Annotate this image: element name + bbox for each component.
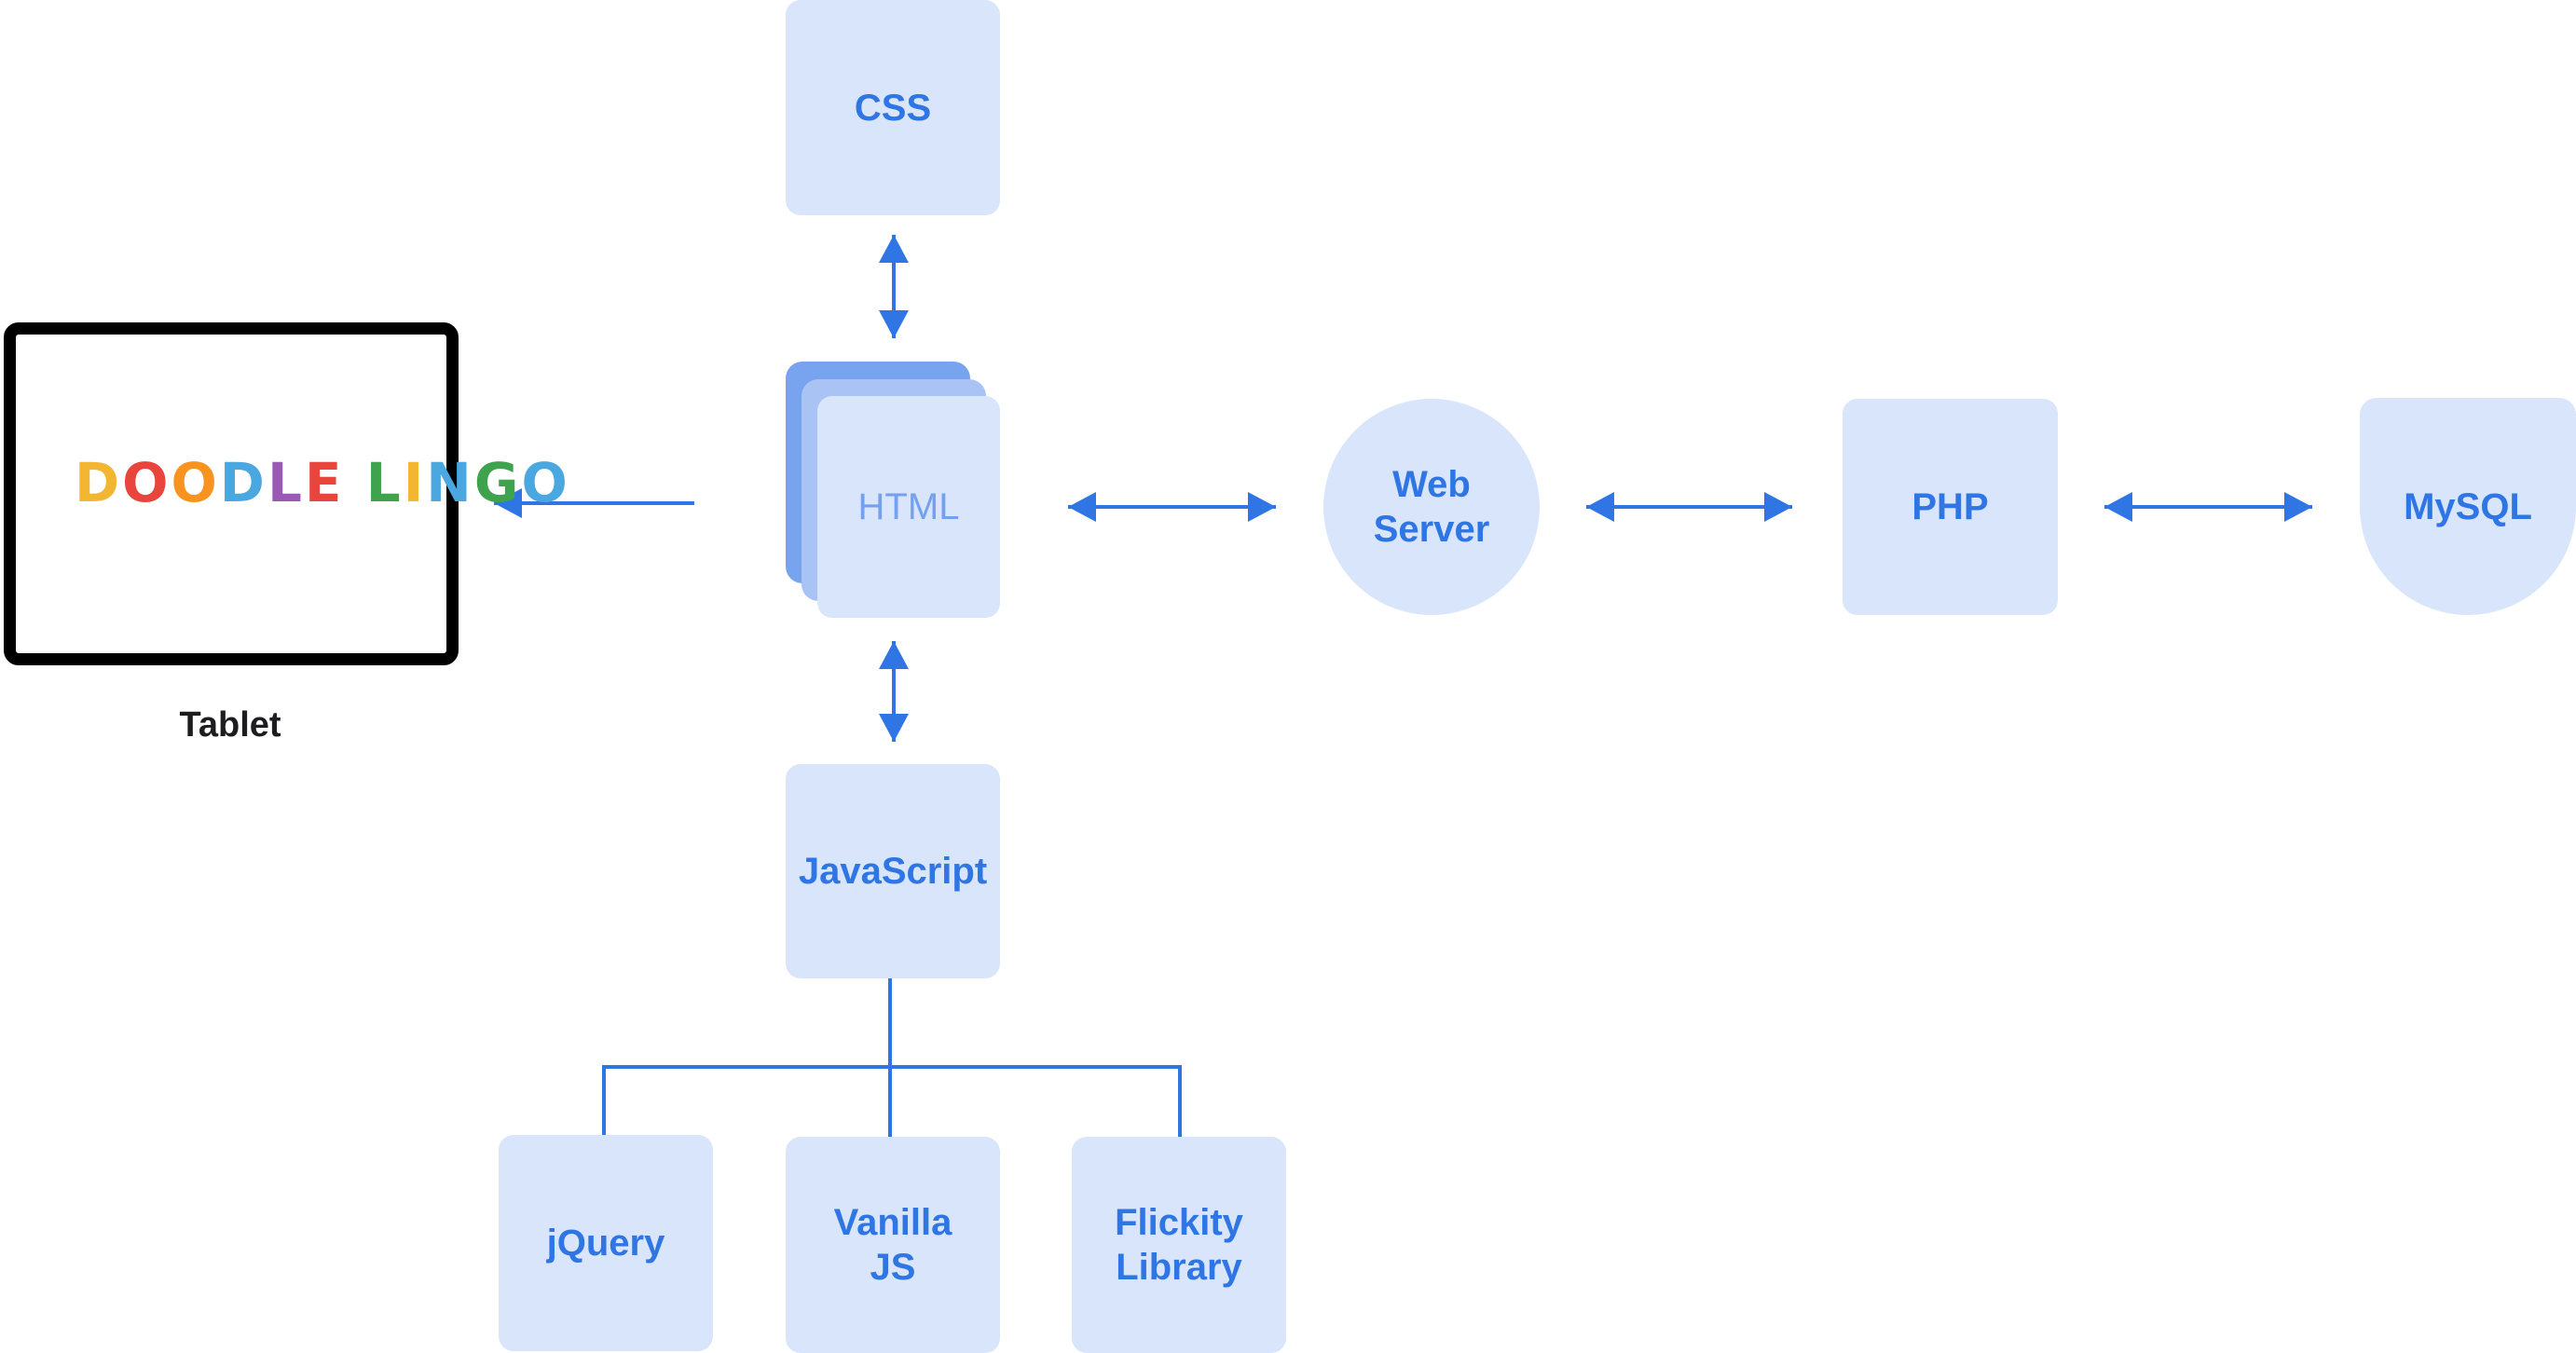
arrowhead-left (1068, 492, 1096, 522)
php-label: PHP (1911, 486, 1989, 527)
mysql-node[interactable]: MySQL (2360, 398, 2576, 615)
logo-letter: O (122, 451, 171, 514)
logo-letter: O (171, 451, 220, 514)
arrowhead-up (879, 235, 909, 263)
arrowhead-right (2284, 492, 2312, 522)
web-server-node[interactable]: Web Server (1323, 399, 1540, 615)
php-node[interactable]: PHP (1843, 399, 2058, 615)
jquery-node[interactable]: jQuery (499, 1135, 713, 1351)
javascript-node[interactable]: JavaScript (786, 764, 1000, 978)
doodle-lingo-logo: DOODLE LINGO (75, 455, 570, 511)
arrowhead-right (1764, 492, 1792, 522)
flickity-label-line1: Flickity (1115, 1202, 1243, 1243)
arrowhead-right (1248, 492, 1276, 522)
web-server-label-line2: Server (1373, 509, 1490, 550)
arrowhead-down (879, 714, 909, 742)
logo-letter: D (75, 451, 123, 514)
logo-letter: L (365, 451, 404, 514)
logo-letter: G (473, 451, 522, 514)
logo-letter: O (521, 451, 570, 514)
logo-letter: N (426, 451, 474, 514)
html-node[interactable]: HTML (817, 396, 1000, 618)
logo-letter: E (304, 451, 345, 514)
arrowhead-left (494, 488, 522, 518)
vanilla-js-node[interactable]: Vanilla JS (786, 1137, 1000, 1353)
logo-letter: D (219, 451, 267, 514)
logo-letter: I (403, 451, 427, 514)
arrowhead-up (879, 641, 909, 669)
tablet-label: Tablet (179, 705, 281, 745)
vanilla-js-label-line2: JS (870, 1247, 916, 1288)
tablet-device (4, 322, 459, 665)
arrowhead-left (1586, 492, 1614, 522)
logo-letter: L (267, 451, 305, 514)
logo-letter (345, 455, 366, 511)
web-server-label-line1: Web (1392, 464, 1471, 505)
vanilla-js-label-line1: Vanilla (833, 1202, 952, 1243)
javascript-label: JavaScript (798, 851, 988, 892)
flickity-label-line2: Library (1116, 1247, 1242, 1288)
html-label: HTML (857, 486, 960, 527)
logo-lettering: DOODLE LINGO (75, 455, 570, 511)
css-node[interactable]: CSS (786, 0, 1000, 215)
arrowhead-down (879, 310, 909, 338)
mysql-label: MySQL (2404, 485, 2532, 527)
tree-connector-js-libraries (602, 978, 1182, 1137)
css-label: CSS (854, 87, 932, 129)
arrowhead-left (2104, 492, 2132, 522)
flickity-library-node[interactable]: Flickity Library (1072, 1137, 1286, 1353)
jquery-label: jQuery (546, 1223, 665, 1264)
